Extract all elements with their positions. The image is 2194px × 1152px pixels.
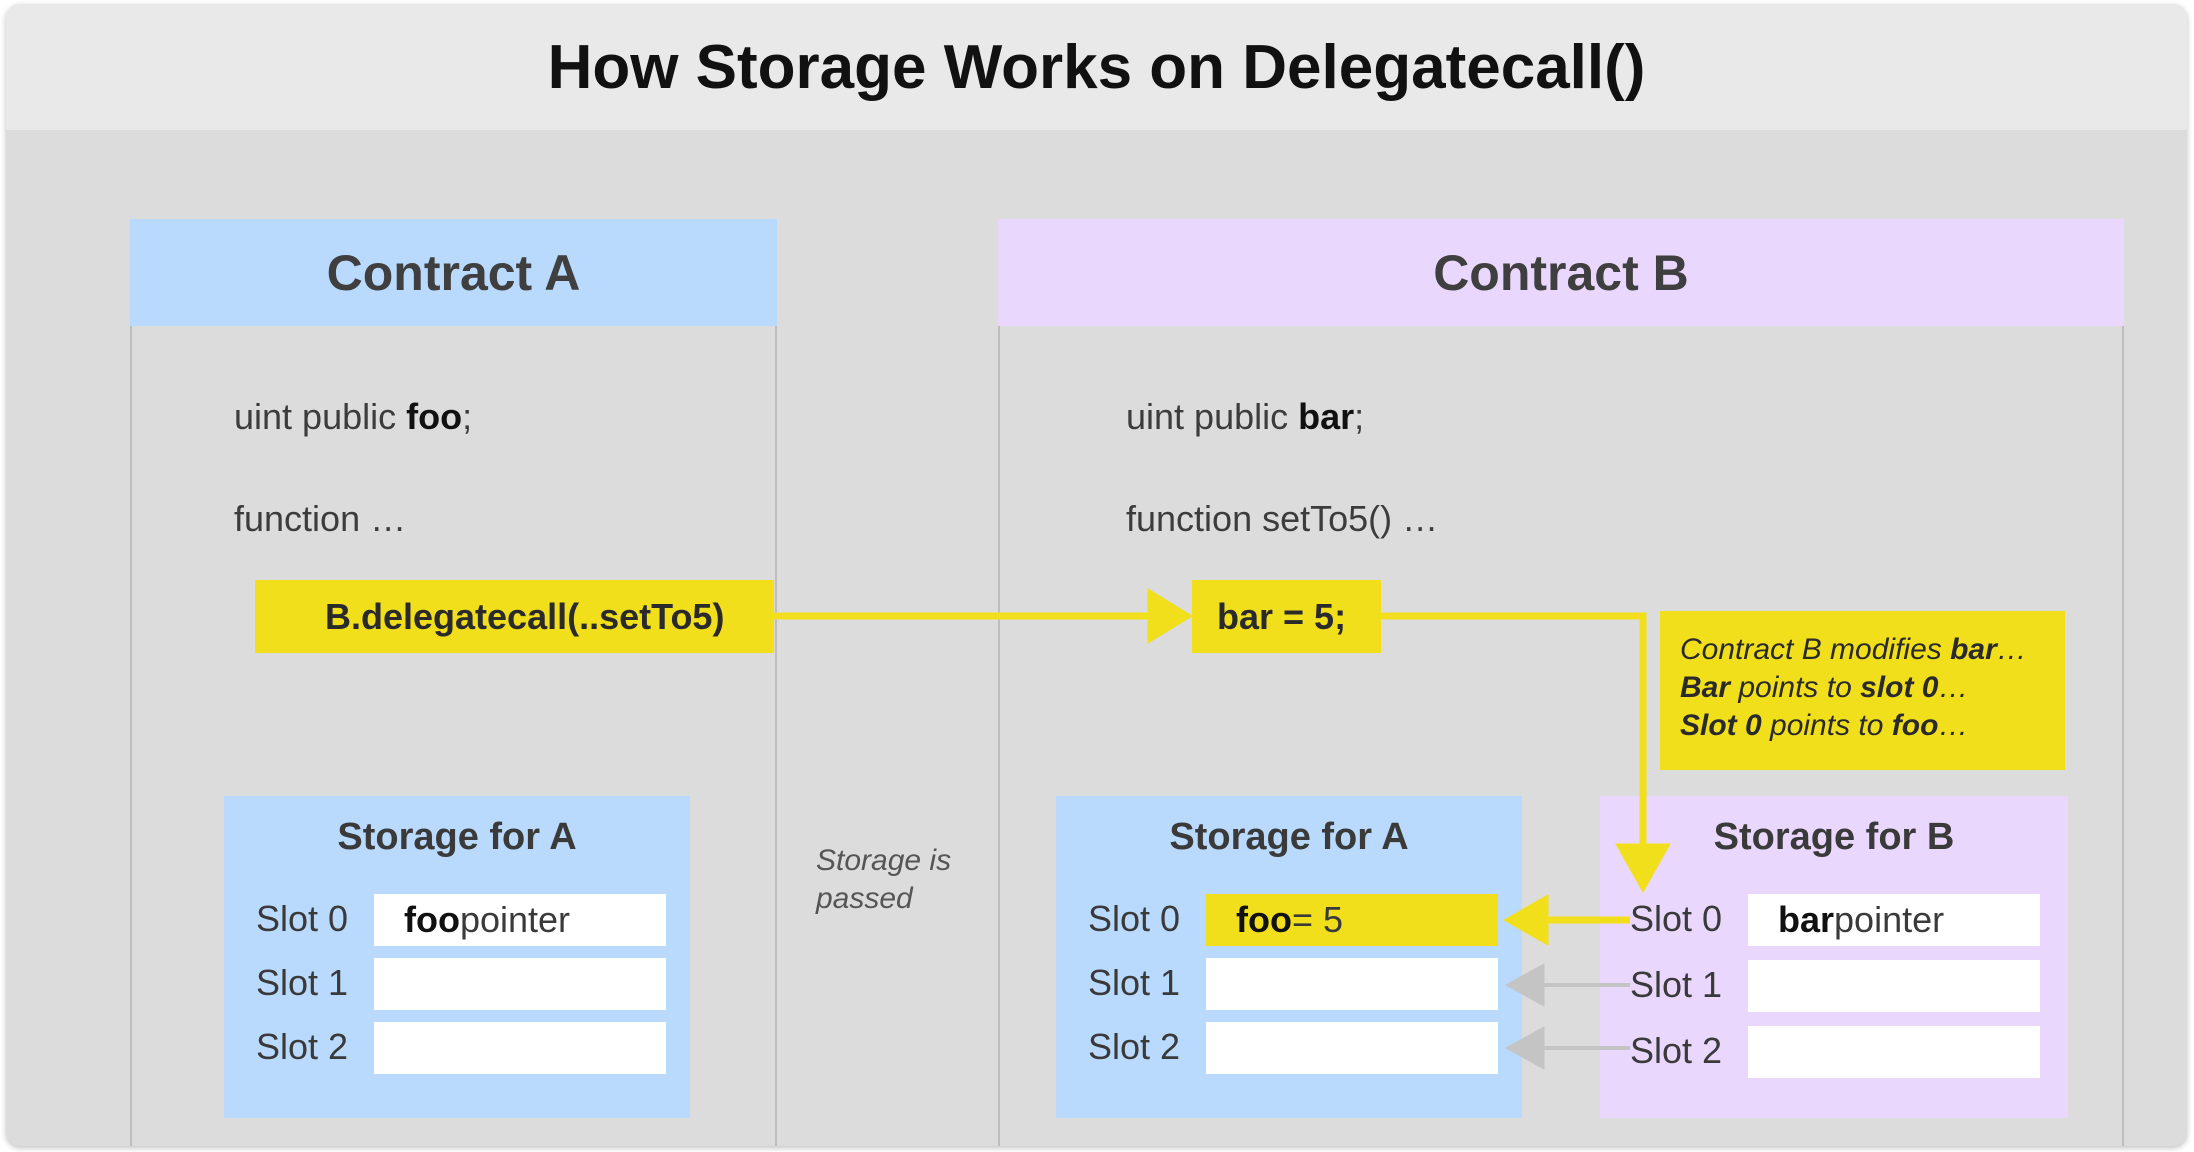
- var-decl-suffix: ;: [1354, 396, 1365, 437]
- slot2-mapping-arrow-head: [1504, 1026, 1545, 1070]
- diagram-title: How Storage Works on Delegatecall(): [547, 32, 1646, 102]
- slot-value-box: bar pointer: [1748, 894, 2040, 946]
- slot-label: Slot 1: [1630, 964, 1723, 1005]
- slot2-mapping-arrow: [1504, 1026, 1630, 1070]
- slot-value-box: [1206, 958, 1498, 1010]
- var-decl-name: foo: [406, 396, 463, 437]
- slot-value-name: foo: [1236, 899, 1292, 940]
- contract-b-function-line: function setTo5() …: [1126, 498, 1439, 539]
- note-text: points to: [1761, 709, 1892, 742]
- delegatecall-arrow: [774, 588, 1193, 644]
- slot-label: Slot 1: [1088, 962, 1181, 1003]
- var-decl-prefix: uint public: [234, 396, 407, 437]
- slot-value-rest: pointer: [1834, 899, 1945, 940]
- contract-a-left-border: [130, 326, 132, 1146]
- note-text: …: [1938, 671, 1969, 704]
- delegatecall-highlight: B.delegatecall(..setTo5): [255, 580, 774, 653]
- contract-b-right-border: [2122, 326, 2124, 1146]
- var-decl-suffix: ;: [462, 396, 473, 437]
- delegatecall-arrow-head: [1147, 588, 1193, 644]
- bar-to-slot0-arrow: [1381, 612, 1671, 894]
- note-emphasis: slot 0: [1860, 671, 1939, 704]
- slot-label: Slot 2: [1630, 1030, 1723, 1071]
- slot-value-name: foo: [404, 899, 460, 940]
- slot0-to-foo-arrow-head: [1502, 894, 1549, 946]
- note-line: Bar points to slot 0…: [1680, 669, 2065, 707]
- contract-b-header: Contract B: [998, 219, 2124, 326]
- slot-value-box: [374, 1022, 666, 1074]
- contract-a-header: Contract A: [130, 219, 777, 326]
- contract-a-var-decl: uint public foo;: [234, 396, 472, 438]
- note-text: …: [1996, 633, 2027, 666]
- note-text: Contract B modifies: [1680, 633, 1951, 666]
- note-emphasis: bar: [1950, 633, 1997, 666]
- slot-label: Slot 2: [256, 1026, 349, 1067]
- assignment-highlight: bar = 5;: [1192, 580, 1381, 653]
- storage-passed-note: Storage is passed: [816, 842, 951, 918]
- storage-title: Storage for A: [1169, 816, 1409, 858]
- note-line: Slot 0 points to foo…: [1680, 707, 2065, 745]
- note-line: Contract B modifies bar…: [1680, 631, 2065, 669]
- diagram-frame: How Storage Works on Delegatecall() Cont…: [6, 4, 2187, 1146]
- assignment-text: bar = 5;: [1217, 595, 1347, 637]
- title-bar: How Storage Works on Delegatecall(): [6, 4, 2187, 130]
- var-decl-prefix: uint public: [1126, 396, 1299, 437]
- explanation-note: Contract B modifies bar…Bar points to sl…: [1660, 611, 2065, 770]
- var-decl-name: bar: [1298, 396, 1355, 437]
- storage-title: Storage for A: [337, 816, 577, 858]
- slot-value-box: [1748, 960, 2040, 1012]
- contract-b-var-decl: uint public bar;: [1126, 396, 1364, 438]
- slot-value-box: [1748, 1026, 2040, 1078]
- arrows-layer: [774, 588, 1671, 1070]
- contract-b-panel: Contract B: [998, 219, 2124, 1146]
- slot-label: Slot 0: [1088, 898, 1181, 939]
- storage-passed-line-2: passed: [816, 882, 913, 915]
- slot-label: Slot 2: [1088, 1026, 1181, 1067]
- slot1-mapping-arrow-head: [1504, 963, 1545, 1007]
- contract-a-function-line: function …: [234, 498, 407, 539]
- storage-passed-line-1: Storage is: [816, 844, 952, 877]
- slot-value-rest: pointer: [459, 899, 571, 940]
- slot-value-rest: = 5: [1291, 899, 1344, 940]
- slot-label: Slot 0: [256, 898, 349, 939]
- storage-title: Storage for B: [1713, 816, 1955, 858]
- slot0-to-foo-arrow: [1502, 894, 1630, 946]
- note-emphasis: foo: [1891, 709, 1939, 742]
- contract-a-panel: Contract A: [130, 219, 777, 1146]
- bar-to-slot0-arrow-shaft: [1381, 612, 1647, 854]
- slot-label: Slot 1: [256, 962, 349, 1003]
- bar-to-slot0-arrow-head: [1615, 843, 1671, 894]
- slot-value-box: foo pointer: [374, 894, 666, 946]
- shared-storage-a-panel: Storage for A Slot 0 foo = 5 Slot 1 Slot 2: [1056, 796, 1522, 1118]
- slot-value-name: bar: [1778, 899, 1835, 940]
- note-emphasis: Slot 0: [1680, 709, 1762, 742]
- slot-value-box: [1206, 1022, 1498, 1074]
- slot-label: Slot 0: [1630, 898, 1723, 939]
- note-text: points to: [1730, 671, 1861, 704]
- slot-value-box: [374, 958, 666, 1010]
- note-text: …: [1938, 709, 1969, 742]
- contract-a-right-border: [775, 326, 777, 1146]
- delegatecall-text: B.delegatecall(..setTo5): [325, 595, 725, 637]
- slot1-mapping-arrow: [1504, 963, 1630, 1007]
- slot-value-box: foo = 5: [1206, 894, 1498, 946]
- note-emphasis: Bar: [1680, 671, 1731, 704]
- contract-b-left-border: [998, 326, 1000, 1146]
